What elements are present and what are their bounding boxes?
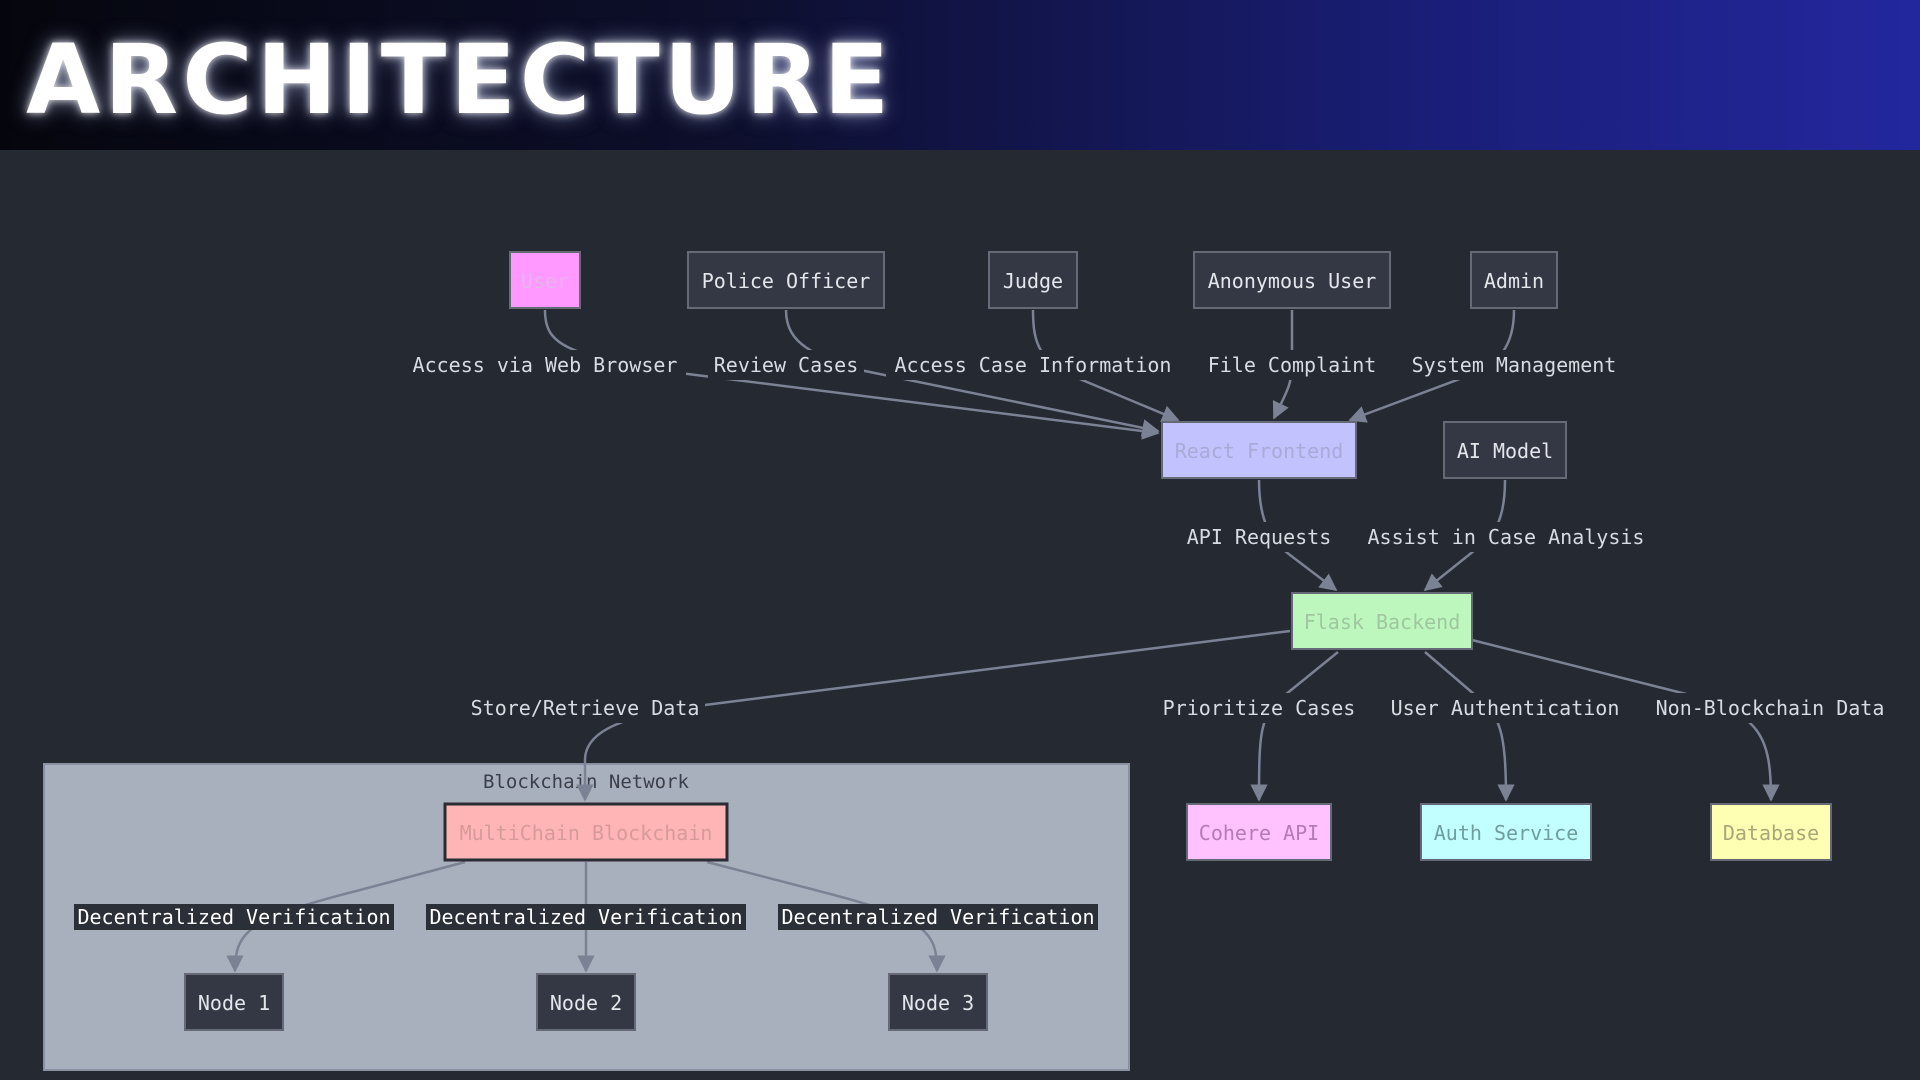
edge-flask-cohere — [1250, 651, 1339, 802]
verification-labels: Decentralized Verification Decentralized… — [74, 904, 1098, 930]
svg-text:Cohere API: Cohere API — [1199, 821, 1319, 845]
edge-label-user-authentication: User Authentication — [1385, 693, 1625, 723]
node-flask-backend[interactable]: Flask Backend — [1291, 592, 1473, 650]
node-police-officer[interactable]: Police Officer — [687, 251, 885, 309]
page-title: ARCHITECTURE — [26, 24, 894, 136]
svg-text:Access via Web Browser: Access via Web Browser — [413, 353, 678, 377]
header-banner: ARCHITECTURE — [0, 0, 1920, 150]
svg-text:Node 3: Node 3 — [902, 991, 974, 1015]
svg-text:Admin: Admin — [1484, 269, 1544, 293]
svg-text:File Complaint: File Complaint — [1208, 353, 1377, 377]
svg-text:Decentralized Verification: Decentralized Verification — [77, 905, 390, 929]
edge-label-system-management: System Management — [1404, 350, 1620, 380]
svg-text:React Frontend: React Frontend — [1175, 439, 1344, 463]
svg-text:Prioritize Cases: Prioritize Cases — [1163, 696, 1356, 720]
edge-label-assist-case-analysis: Assist in Case Analysis — [1359, 522, 1653, 552]
svg-text:Decentralized Verification: Decentralized Verification — [781, 905, 1094, 929]
svg-text:Decentralized Verification: Decentralized Verification — [429, 905, 742, 929]
node-multichain-blockchain[interactable]: MultiChain Blockchain — [443, 802, 729, 862]
svg-text:Assist in Case Analysis: Assist in Case Analysis — [1368, 525, 1645, 549]
node-database[interactable]: Database — [1710, 803, 1832, 861]
node-node-3[interactable]: Node 3 — [888, 973, 988, 1031]
edge-label-file-complaint: File Complaint — [1202, 350, 1382, 380]
node-user[interactable]: User — [509, 251, 581, 309]
svg-text:Anonymous User: Anonymous User — [1208, 269, 1377, 293]
edge-label-non-blockchain-data: Non-Blockchain Data — [1650, 693, 1890, 723]
edge-label-verification-1: Decentralized Verification — [74, 904, 394, 930]
svg-text:AI Model: AI Model — [1457, 439, 1553, 463]
svg-text:Non-Blockchain Data: Non-Blockchain Data — [1656, 696, 1885, 720]
edge-label-review-cases: Review Cases — [708, 350, 864, 380]
svg-text:Flask Backend: Flask Backend — [1304, 610, 1461, 634]
edge-label-store-retrieve: Store/Retrieve Data — [465, 693, 705, 723]
svg-text:MultiChain Blockchain: MultiChain Blockchain — [460, 821, 713, 845]
node-auth-service[interactable]: Auth Service — [1420, 803, 1592, 861]
svg-text:API Requests: API Requests — [1187, 525, 1332, 549]
edge-flask-auth — [1424, 651, 1515, 802]
edge-label-verification-3: Decentralized Verification — [778, 904, 1098, 930]
svg-text:Access Case Information: Access Case Information — [895, 353, 1172, 377]
cluster-label: Blockchain Network — [483, 771, 689, 793]
node-react-frontend[interactable]: React Frontend — [1161, 421, 1357, 479]
svg-text:Store/Retrieve Data: Store/Retrieve Data — [471, 696, 700, 720]
svg-text:Node 1: Node 1 — [198, 991, 270, 1015]
edge-label-access-case-info: Access Case Information — [886, 350, 1180, 380]
edge-label-prioritize-cases: Prioritize Cases — [1157, 693, 1361, 723]
node-node-1[interactable]: Node 1 — [184, 973, 284, 1031]
svg-text:Judge: Judge — [1003, 269, 1063, 293]
node-judge[interactable]: Judge — [988, 251, 1078, 309]
node-admin[interactable]: Admin — [1470, 251, 1558, 309]
svg-text:Node 2: Node 2 — [550, 991, 622, 1015]
svg-text:Review Cases: Review Cases — [714, 353, 859, 377]
svg-text:Auth Service: Auth Service — [1434, 821, 1579, 845]
svg-text:System Management: System Management — [1412, 353, 1617, 377]
edge-label-verification-2: Decentralized Verification — [426, 904, 746, 930]
node-cohere-api[interactable]: Cohere API — [1186, 803, 1332, 861]
svg-text:User: User — [521, 269, 569, 293]
svg-text:Police Officer: Police Officer — [702, 269, 871, 293]
node-node-2[interactable]: Node 2 — [536, 973, 636, 1031]
node-anonymous-user[interactable]: Anonymous User — [1193, 251, 1391, 309]
node-ai-model[interactable]: AI Model — [1443, 421, 1567, 479]
svg-text:User Authentication: User Authentication — [1391, 696, 1620, 720]
edge-label-api-requests: API Requests — [1181, 522, 1337, 552]
edge-label-access-web-browser: Access via Web Browser — [404, 350, 686, 380]
svg-text:Database: Database — [1723, 821, 1819, 845]
edge-labels: Access via Web Browser Review Cases Acce… — [404, 350, 1890, 723]
